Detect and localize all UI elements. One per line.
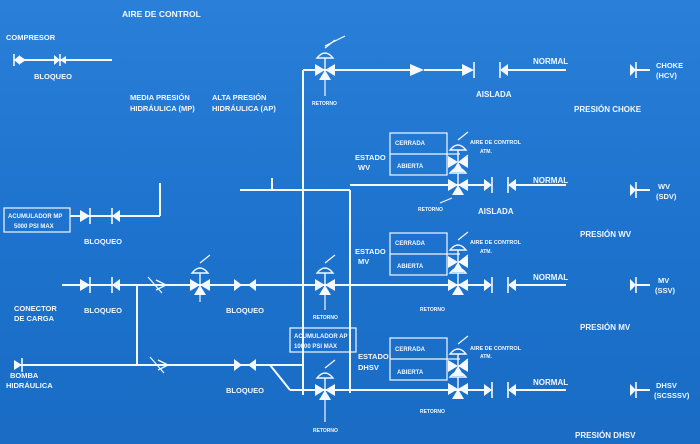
mv-aire-control-label: AIRE DE CONTROL <box>470 240 522 246</box>
acumulador-mp-box <box>3 207 71 233</box>
acumulador-mp-label-2: 5000 PSI MAX <box>14 224 54 230</box>
dhsv-label-1: DHSV <box>656 381 677 390</box>
mv-label-2: (SSV) <box>655 286 676 295</box>
media-presion-label-1: MEDIA PRESIÓN <box>130 93 190 102</box>
normal-wv-label: NORMAL <box>533 176 568 185</box>
acumulador-ap-label-2: 10000 PSI MAX <box>294 344 337 350</box>
mv-label-1: MV <box>658 276 669 285</box>
acumulador-mp-label-1: ACUMULADOR MP <box>8 214 62 220</box>
bloqueo-mp-label: BLOQUEO <box>84 237 122 246</box>
bloqueo-ap-label: BLOQUEO <box>226 306 264 315</box>
normal-mv-label: NORMAL <box>533 273 568 282</box>
bomba-label-1: BOMBA <box>10 371 39 380</box>
retorno-mv-label: RETORNO <box>420 307 445 313</box>
dhsv-atm-label: ATM. <box>480 354 492 360</box>
presion-wv-label: PRESIÓN WV <box>580 230 632 239</box>
choke-label-2: (HCV) <box>656 71 677 80</box>
retorno-mv-main-label: RETORNO <box>313 315 338 321</box>
conector-label-2: DE CARGA <box>14 314 55 323</box>
estado-dhsv-label-2: DHSV <box>358 363 379 372</box>
compresor-line <box>13 53 112 67</box>
dhsv-abierta-label: ABIERTA <box>397 370 424 376</box>
estado-wv-label-2: WV <box>358 163 370 172</box>
estado-mv-label-1: ESTADO <box>355 247 386 256</box>
wv-abierta-label: ABIERTA <box>397 164 424 170</box>
wv-aire-control-label: AIRE DE CONTROL <box>470 140 522 146</box>
presion-mv-label: PRESIÓN MV <box>580 323 631 332</box>
mv-main-valve-icon <box>314 254 336 296</box>
acumulador-ap-box <box>289 327 357 353</box>
aislada-choke-label: AISLADA <box>476 90 512 99</box>
mv-pilot-valve-icon <box>447 231 469 273</box>
alta-presion-label-1: ALTA PRESIÓN <box>212 93 266 102</box>
retorno-choke-label: RETORNO <box>312 101 337 107</box>
dhsv-pilot-valve-icon <box>447 335 469 377</box>
estado-mv-label-2: MV <box>358 257 369 266</box>
dhsv-label-2: (SCSSSV) <box>654 391 690 400</box>
acumulador-ap-label-1: ACUMULADOR AP <box>294 334 347 340</box>
retorno-dhsv-main-label: RETORNO <box>313 428 338 434</box>
conector-label-1: CONECTOR <box>14 304 57 313</box>
estado-dhsv-label-1: ESTADO <box>358 352 389 361</box>
normal-choke-label: NORMAL <box>533 57 568 66</box>
dhsv-cerrada-label: CERRADA <box>395 347 426 353</box>
media-presion-label-2: HIDRÁULICA (MP) <box>130 104 195 113</box>
bloqueo-compresor-label: BLOQUEO <box>34 72 72 81</box>
presion-choke-label: PRESIÓN CHOKE <box>574 105 642 114</box>
mv-atm-label: ATM. <box>480 249 492 255</box>
compresor-label: COMPRESOR <box>6 33 56 42</box>
dhsv-main-valve-icon <box>314 359 336 401</box>
bomba-label-2: HIDRÁULICA <box>6 381 53 390</box>
presion-dhsv-label: PRESIÓN DHSV <box>575 431 636 440</box>
retorno-dhsv-label: RETORNO <box>420 409 445 415</box>
retorno-wv-label: RETORNO <box>418 207 443 213</box>
mv-abierta-label: ABIERTA <box>397 264 424 270</box>
wv-label-1: WV <box>658 182 670 191</box>
bloqueo-bomba-label: BLOQUEO <box>226 386 264 395</box>
bloqueo-conector-label: BLOQUEO <box>84 306 122 315</box>
mv-cerrada-label: CERRADA <box>395 241 426 247</box>
wv-pilot-valve-icon <box>447 131 469 173</box>
alta-presion-label-2: HIDRÁULICA (AP) <box>212 104 276 113</box>
estado-wv-label-1: ESTADO <box>355 153 386 162</box>
choke-label-1: CHOKE <box>656 61 683 70</box>
normal-dhsv-label: NORMAL <box>533 378 568 387</box>
aire-de-control-title: AIRE DE CONTROL <box>122 9 201 19</box>
aislada-wv-label: AISLADA <box>478 207 514 216</box>
ap-control-valve-icon <box>189 254 211 296</box>
wv-atm-label: ATM. <box>480 149 492 155</box>
wv-cerrada-label: CERRADA <box>395 141 426 147</box>
wv-label-2: (SDV) <box>656 192 677 201</box>
dhsv-aire-control-label: AIRE DE CONTROL <box>470 346 522 352</box>
